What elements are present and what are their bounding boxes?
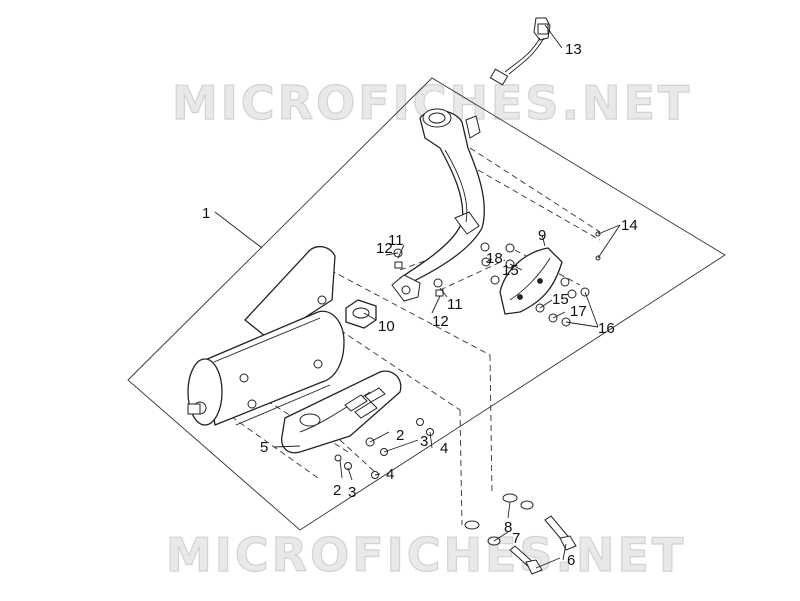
callout-11b: 11 <box>447 296 463 313</box>
fasteners <box>334 231 601 479</box>
callout-2b: 2 <box>333 482 341 499</box>
muffler-guard <box>281 370 402 454</box>
callout-8: 8 <box>504 519 512 536</box>
callout-13: 13 <box>565 41 582 58</box>
watermark-top: MICROFICHES.NET <box>172 76 692 130</box>
assembly-frame <box>127 77 726 531</box>
callout-9: 9 <box>538 227 546 244</box>
callout-10: 10 <box>378 318 395 335</box>
callout-15b: 15 <box>552 291 569 308</box>
callout-2a: 2 <box>396 427 404 444</box>
callout-7: 7 <box>512 530 520 547</box>
callout-12b: 12 <box>432 313 449 330</box>
bolts-and-washers <box>464 493 577 575</box>
exhaust-header-pipe <box>391 108 485 302</box>
callout-16: 16 <box>598 320 615 337</box>
gasket <box>345 299 377 329</box>
callout-4b: 4 <box>386 466 394 483</box>
callout-17: 17 <box>570 303 587 320</box>
callout-11a: 11 <box>388 232 404 249</box>
muffler <box>187 245 345 426</box>
callout-12a: 12 <box>376 240 393 257</box>
callout-15a: 15 <box>502 262 519 279</box>
callout-3b: 3 <box>348 484 356 501</box>
heat-shield-pipe <box>499 247 563 315</box>
callout-14: 14 <box>621 217 638 234</box>
lambda-sensor <box>489 17 551 86</box>
callout-6: 6 <box>567 552 575 569</box>
callout-4a: 4 <box>440 440 448 457</box>
leader-lines <box>214 24 621 569</box>
callout-1: 1 <box>202 205 210 222</box>
callout-3a: 3 <box>420 433 428 450</box>
callout-18: 18 <box>486 250 503 267</box>
watermark-bottom: MICROFICHES.NET <box>166 528 686 582</box>
callout-5: 5 <box>260 439 268 456</box>
callout-labels: 1 2 3 4 2 3 4 5 6 7 8 9 10 11 11 12 12 1… <box>202 41 638 569</box>
